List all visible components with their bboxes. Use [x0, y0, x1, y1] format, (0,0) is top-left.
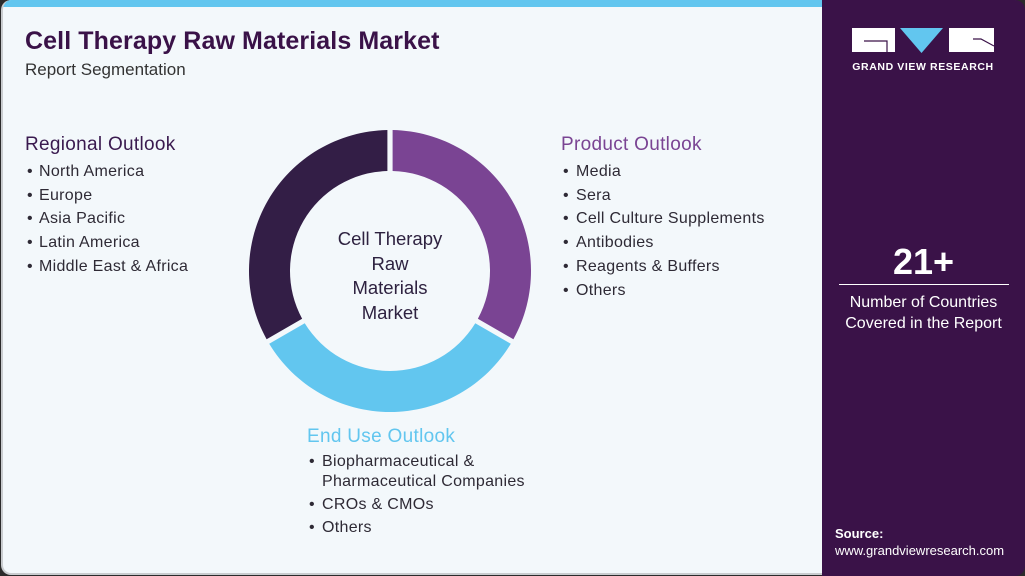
brand-side-panel: GRAND VIEW RESEARCH 21+ Number of Countr…	[822, 0, 1025, 576]
list-item: Biopharmaceutical & Pharmaceutical Compa…	[307, 452, 525, 492]
donut-segment-product-outlook	[392, 130, 531, 340]
end-use-outlook-section: End Use Outlook Biopharmaceutical & Phar…	[307, 426, 525, 541]
list-item: Asia Pacific	[25, 207, 188, 231]
center-label-line: Raw	[371, 252, 409, 274]
center-label-line: Cell Therapy	[337, 228, 443, 249]
stat-label-line: Covered in the Report	[845, 315, 1002, 332]
stat-label: Number of Countries Covered in the Repor…	[822, 292, 1025, 334]
list-item: Latin America	[25, 231, 188, 255]
list-item: CROs & CMOs	[307, 495, 525, 515]
top-accent-strip	[3, 0, 1023, 7]
list-item: Reagents & Buffers	[561, 255, 765, 279]
stat-label-line: Number of Countries	[849, 294, 998, 311]
segmentation-donut-chart	[249, 130, 531, 412]
section-title: End Use Outlook	[307, 426, 456, 447]
list-item: Media	[561, 160, 765, 184]
end-use-list: Biopharmaceutical & Pharmaceutical Compa…	[307, 452, 525, 538]
stat-divider	[839, 284, 1009, 285]
list-item: Europe	[25, 184, 188, 208]
product-outlook-section: Product Outlook Media Sera Cell Culture …	[561, 134, 765, 302]
gvr-logo-icon	[852, 28, 994, 53]
page-title: Cell Therapy Raw Materials Market	[25, 27, 440, 55]
page-subtitle: Report Segmentation	[25, 60, 186, 79]
regional-list: North America Europe Asia Pacific Latin …	[25, 160, 188, 279]
stat-value: 21+	[892, 241, 955, 282]
list-item-line: Biopharmaceutical &	[322, 453, 475, 470]
donut-center-label: Cell Therapy Raw Materials Market	[310, 227, 470, 325]
source-url[interactable]: www.grandviewresearch.com	[835, 543, 1005, 558]
section-title: Regional Outlook	[25, 134, 176, 155]
list-item: Antibodies	[561, 231, 765, 255]
regional-outlook-section: Regional Outlook North America Europe As…	[25, 134, 188, 279]
list-item-line: Pharmaceutical Companies	[322, 473, 525, 490]
source-label: Source:	[835, 526, 884, 541]
section-title: Product Outlook	[561, 134, 702, 155]
list-item: Sera	[561, 184, 765, 208]
list-item: Middle East & Africa	[25, 255, 188, 279]
list-item: Others	[307, 518, 525, 538]
list-item: Cell Culture Supplements	[561, 207, 765, 231]
brand-name: GRAND VIEW RESEARCH	[852, 61, 994, 73]
donut-segment-regional-outlook	[249, 130, 388, 340]
list-item: North America	[25, 160, 188, 184]
center-label-line: Materials	[352, 277, 428, 298]
list-item: Others	[561, 279, 765, 303]
product-list: Media Sera Cell Culture Supplements Anti…	[561, 160, 765, 302]
donut-segment-end-use-outlook	[269, 323, 511, 412]
center-label-line: Market	[361, 301, 419, 323]
